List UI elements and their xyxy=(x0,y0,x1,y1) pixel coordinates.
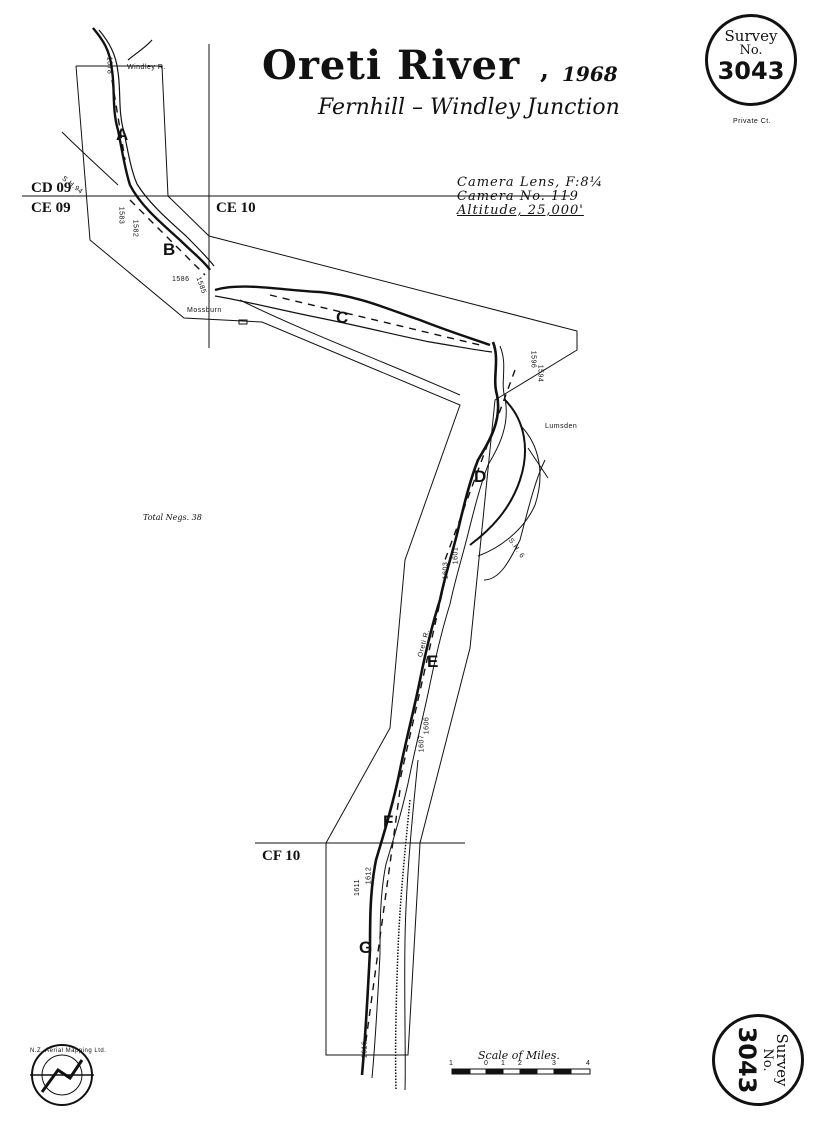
grid-label-cd09: CD 09 xyxy=(31,180,72,196)
scale-tick: 3 xyxy=(552,1060,557,1067)
total-negatives: Total Negs. 38 xyxy=(143,513,202,522)
photo-number: 1607 xyxy=(418,734,426,753)
run-label-a: A xyxy=(116,125,129,144)
aerial-mapping-logo xyxy=(30,1044,94,1106)
scale-tick: 1 xyxy=(449,1060,454,1067)
run-label-d: D xyxy=(474,467,487,486)
map-year: 1968 xyxy=(562,62,618,86)
run-centerlines xyxy=(111,79,516,1071)
run-label-f: F xyxy=(383,812,394,831)
grid-lines xyxy=(22,44,570,844)
grid-label-ce10: CE 10 xyxy=(216,200,256,216)
stamp-survey-number: 3043 xyxy=(717,57,785,85)
grid-label-cf10: CF 10 xyxy=(262,848,301,864)
photo-number: 1611 xyxy=(354,878,362,897)
scale-bar xyxy=(451,1068,591,1075)
scale-label: Scale of Miles. xyxy=(478,1049,560,1062)
stamp-survey-number: 3043 xyxy=(733,1026,761,1094)
photo-number: 1596 xyxy=(529,350,537,369)
camera-altitude: Altitude, 25,000' xyxy=(457,203,584,218)
map-subtitle: Fernhill – Windley Junction xyxy=(318,95,620,120)
run-label-c: C xyxy=(336,308,349,327)
stamp-survey-label: Survey xyxy=(724,27,778,45)
run-label-b: B xyxy=(163,240,176,259)
run-label-g: G xyxy=(359,938,373,957)
roads xyxy=(61,131,549,581)
flight-strip-outline xyxy=(75,65,578,1056)
photo-number: 1578 xyxy=(105,56,113,75)
scale-tick: 2 xyxy=(518,1060,523,1067)
survey-stamp-top: Survey No. 3043 xyxy=(705,14,797,106)
photo-number: 1594 xyxy=(536,364,544,383)
stamp-no-label: No. xyxy=(760,1048,775,1072)
mossburn-marker xyxy=(238,319,248,325)
photo-number: 1612 xyxy=(365,866,373,885)
photo-number: 1601 xyxy=(452,546,460,565)
logo-text: N.Z. Aerial Mapping Ltd. xyxy=(30,1048,107,1054)
photo-number: 1606 xyxy=(423,716,431,735)
place-lumsden: Lumsden xyxy=(545,423,578,430)
survey-stamp-bottom: Survey No. 3043 xyxy=(712,1014,804,1106)
scale-tick: 1 xyxy=(501,1060,506,1067)
photo-number: 1586 xyxy=(172,276,190,283)
scale-tick: 4 xyxy=(586,1060,591,1067)
run-label-e: E xyxy=(427,652,439,671)
place-mossburn: Mossburn xyxy=(187,307,222,314)
photo-number: 1582 xyxy=(131,219,139,238)
camera-number: Camera No. 119 xyxy=(457,189,579,204)
scale-tick: 0 xyxy=(484,1060,489,1067)
stamp-note: Private Ct. xyxy=(733,118,772,125)
river xyxy=(92,27,541,1091)
place-windley: Windley R. xyxy=(127,64,166,71)
grid-label-ce09: CE 09 xyxy=(31,200,71,216)
camera-lens: Camera Lens, F:8¼ xyxy=(457,175,604,190)
map-title: Oreti River xyxy=(262,42,521,89)
title-comma: , xyxy=(540,55,550,85)
photo-number: 1616 xyxy=(361,1040,369,1059)
stamp-no-label: No. xyxy=(739,43,763,58)
photo-number: 1583 xyxy=(117,206,125,225)
stamp-survey-label: Survey xyxy=(773,1033,791,1087)
photo-number: 1603 xyxy=(442,561,450,580)
